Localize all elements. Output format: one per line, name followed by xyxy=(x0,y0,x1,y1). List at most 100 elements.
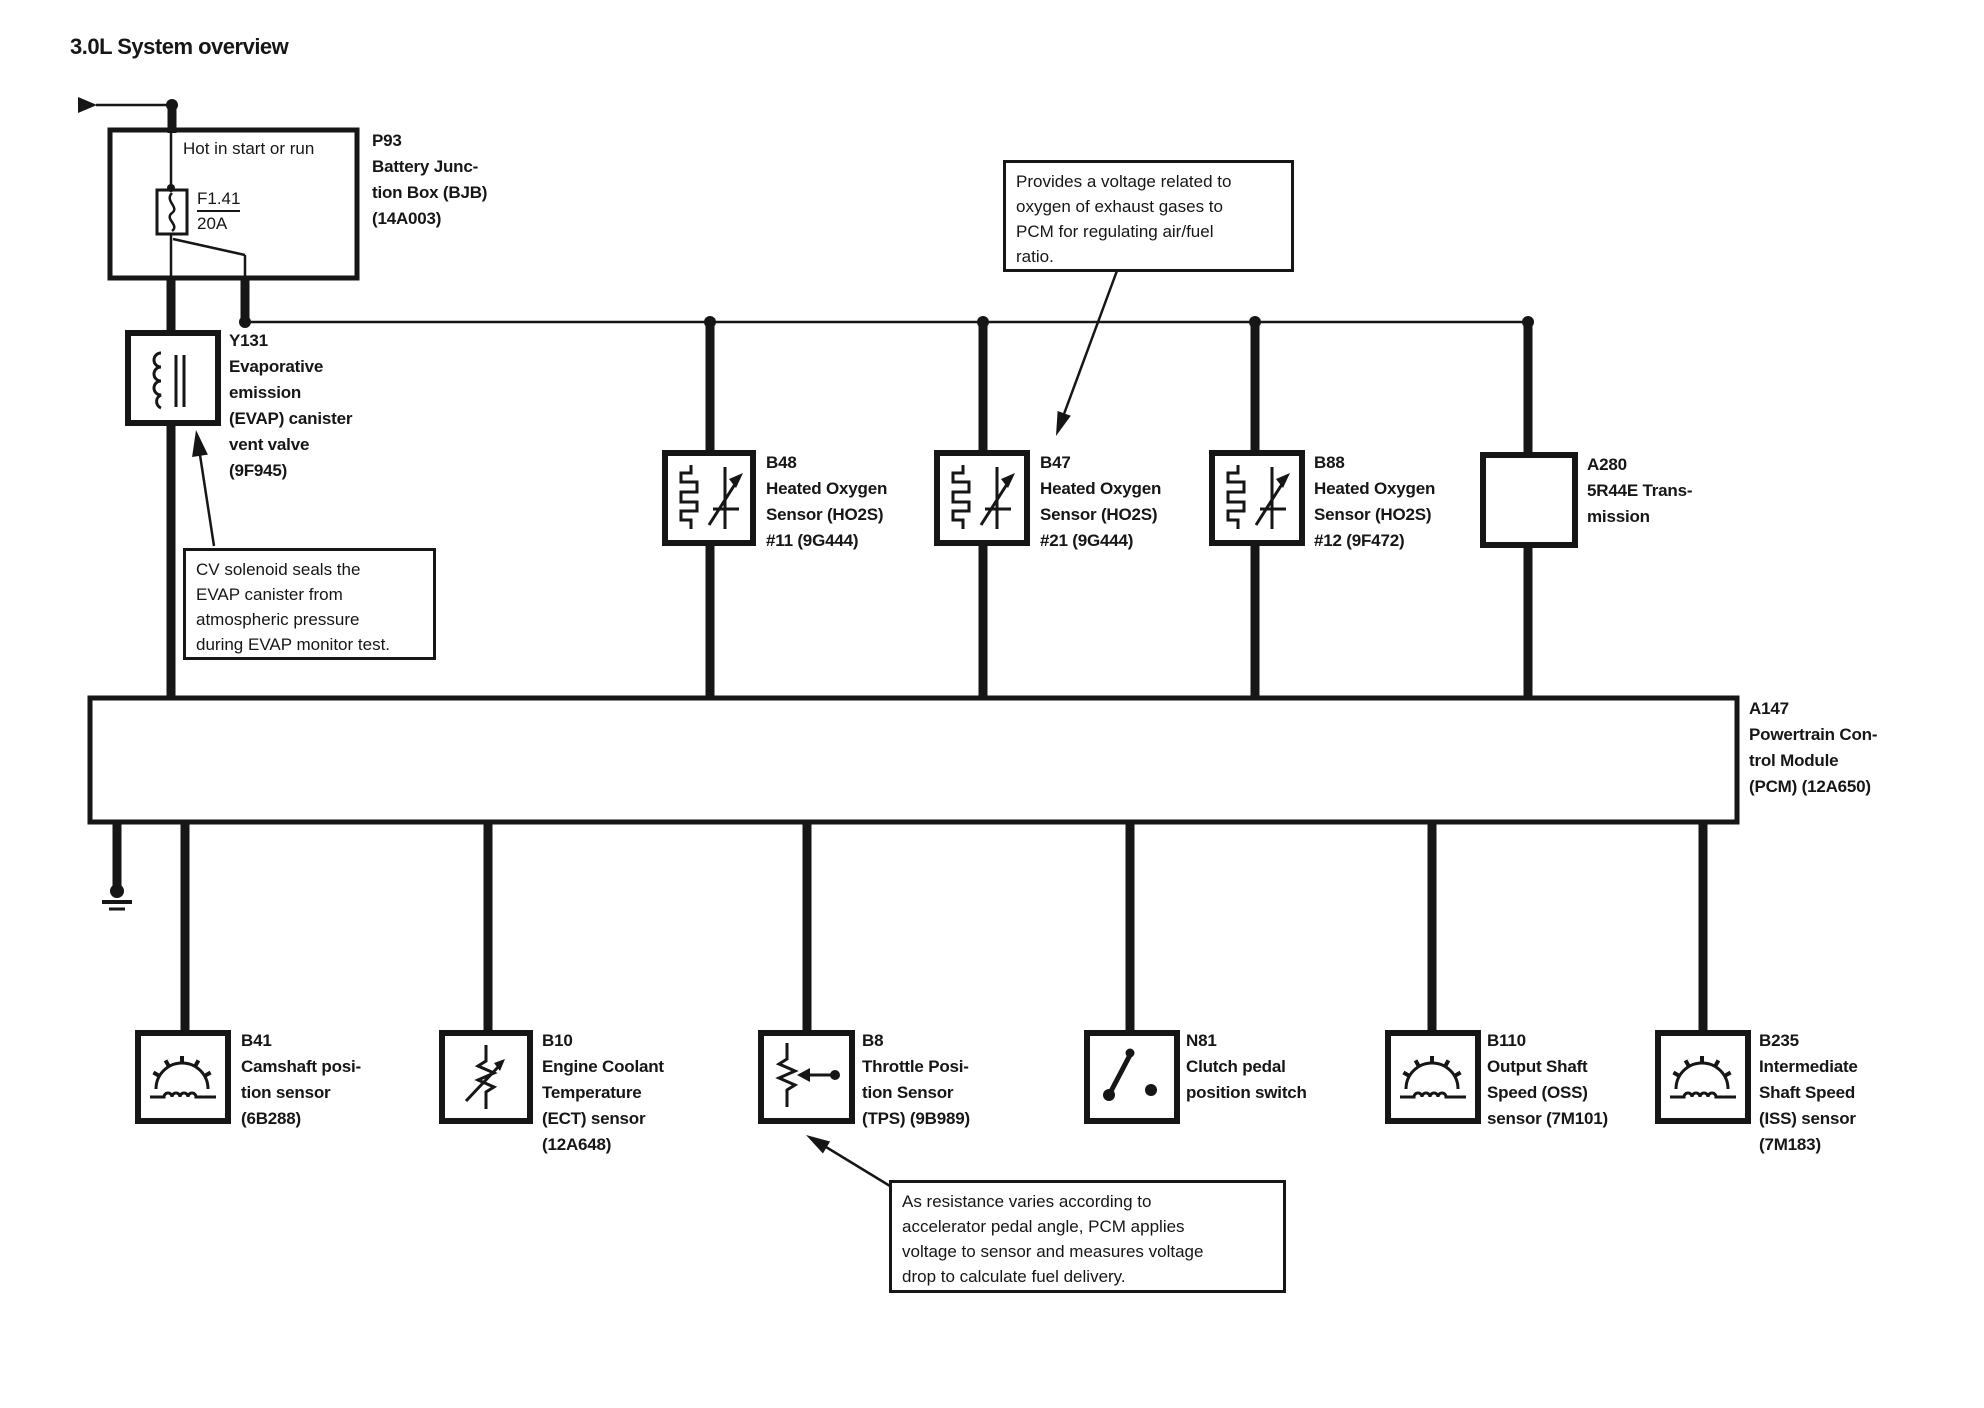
label-line: Sensor (HO2S) xyxy=(1314,505,1432,524)
b235-box xyxy=(1655,1030,1751,1124)
callout-line: oxygen of exhaust gases to xyxy=(1016,197,1223,216)
label-line: B110 xyxy=(1487,1031,1526,1050)
label-line: tion Sensor xyxy=(862,1083,954,1102)
label-line: Sensor (HO2S) xyxy=(766,505,884,524)
label-line: Heated Oxygen xyxy=(1314,479,1436,498)
continuation-arrow-icon xyxy=(78,97,97,113)
b48-box xyxy=(662,450,756,546)
label-line: (6B288) xyxy=(241,1109,302,1128)
label-line: Throttle Posi- xyxy=(862,1057,969,1076)
fuse-symbol xyxy=(155,188,189,236)
callout-arrowhead-tps xyxy=(806,1135,831,1154)
label-line: B235 xyxy=(1759,1031,1799,1050)
label-line: B10 xyxy=(542,1031,573,1050)
gear-pickup-symbol xyxy=(1668,1054,1738,1099)
bjb-box xyxy=(107,127,360,281)
switch-contact-symbol xyxy=(1103,1049,1157,1102)
callout-line: atmospheric pressure xyxy=(196,610,360,629)
label-line: #11 (9G444) xyxy=(766,531,859,550)
label-line: Speed (OSS) xyxy=(1487,1083,1588,1102)
label-line: (12A648) xyxy=(542,1135,612,1154)
label-line: #21 (9G444) xyxy=(1040,531,1134,550)
callout-line: accelerator pedal angle, PCM applies xyxy=(902,1217,1185,1236)
b88-box xyxy=(1209,450,1305,546)
y131-box xyxy=(125,330,221,426)
label-line: B48 xyxy=(766,453,797,472)
bjb-note: Hot in start or run xyxy=(183,139,315,158)
label-line: (EVAP) canister xyxy=(229,409,353,428)
label-line: A280 xyxy=(1587,455,1627,474)
label-line: position switch xyxy=(1186,1083,1307,1102)
callout-line: EVAP canister from xyxy=(196,585,343,604)
callout-line: As resistance varies according to xyxy=(902,1192,1152,1211)
callout-arrow-tps xyxy=(825,1145,891,1188)
callout-arrowhead-cv xyxy=(192,430,208,457)
b110-box xyxy=(1385,1030,1481,1124)
b47-box xyxy=(934,450,1030,546)
tps-callout-box: As resistance varies according to acceler… xyxy=(889,1180,1286,1293)
label-line: B88 xyxy=(1314,453,1345,472)
label-line: Sensor (HO2S) xyxy=(1040,505,1158,524)
label-line: (7M183) xyxy=(1759,1135,1821,1154)
label-line: 5R44E Trans- xyxy=(1587,481,1693,500)
callout-line: ratio. xyxy=(1016,247,1054,266)
label-line: (TPS) (9B989) xyxy=(862,1109,970,1128)
gear-pickup-symbol xyxy=(148,1054,218,1099)
label-line: Heated Oxygen xyxy=(766,479,888,498)
label-line: tion sensor xyxy=(241,1083,331,1102)
label-line: Heated Oxygen xyxy=(1040,479,1162,498)
label-line: (14A003) xyxy=(372,209,442,228)
label-line: sensor (7M101) xyxy=(1487,1109,1608,1128)
gear-pickup-symbol xyxy=(1398,1054,1468,1099)
fuse-name: F1.41 xyxy=(197,189,241,212)
o2-callout-box: Provides a voltage related to oxygen of e… xyxy=(1003,160,1294,272)
callout-line: CV solenoid seals the xyxy=(196,560,361,579)
label-line: (9F945) xyxy=(229,461,288,480)
label-line: Output Shaft xyxy=(1487,1057,1588,1076)
label-line: Evaporative xyxy=(229,357,324,376)
page-title: 3.0L System overview xyxy=(70,34,289,59)
label-line: Engine Coolant xyxy=(542,1057,664,1076)
label-line: vent valve xyxy=(229,435,310,454)
label-line: Battery Junc- xyxy=(372,157,479,176)
label-line: P93 xyxy=(372,131,402,150)
callout-arrow-cv xyxy=(198,454,216,547)
label-line: mission xyxy=(1587,507,1650,526)
label-line: emission xyxy=(229,383,302,402)
label-line: Camshaft posi- xyxy=(241,1057,361,1076)
label-line: Intermediate xyxy=(1759,1057,1858,1076)
ground-icon xyxy=(110,884,124,898)
label-line: A147 xyxy=(1749,699,1789,718)
label-line: (ISS) sensor xyxy=(1759,1109,1856,1128)
label-line: N81 xyxy=(1186,1031,1217,1050)
n81-box xyxy=(1084,1030,1180,1124)
heated-oxygen-sensor-symbol xyxy=(951,463,1017,531)
callout-line: during EVAP monitor test. xyxy=(196,635,391,654)
a280-box xyxy=(1480,452,1578,548)
label-line: #12 (9F472) xyxy=(1314,531,1405,550)
potentiometer-symbol xyxy=(777,1041,842,1109)
label-line: Powertrain Con- xyxy=(1749,725,1878,744)
callout-line: PCM for regulating air/fuel xyxy=(1016,222,1214,241)
label-line: Clutch pedal xyxy=(1186,1057,1286,1076)
label-line: B47 xyxy=(1040,453,1071,472)
fuse-branch-wire xyxy=(172,237,246,257)
label-line: B8 xyxy=(862,1031,884,1050)
pcm-box xyxy=(87,695,1740,825)
callout-line: drop to calculate fuel delivery. xyxy=(902,1267,1126,1286)
label-line: B41 xyxy=(241,1031,272,1050)
callout-line: Provides a voltage related to xyxy=(1016,172,1232,191)
heated-oxygen-sensor-symbol xyxy=(1226,463,1292,531)
